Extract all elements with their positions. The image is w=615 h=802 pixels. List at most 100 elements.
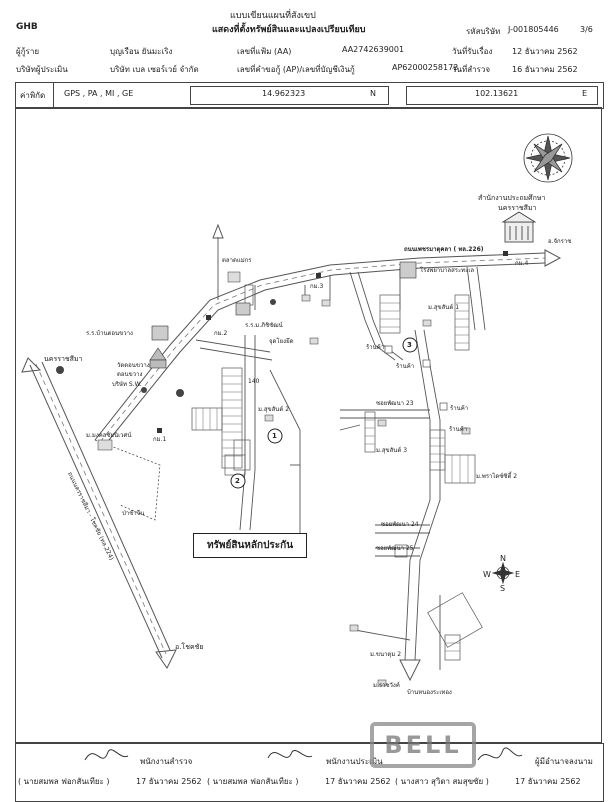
suksan2-label: ม.สุขสันต์ 2 [258,406,290,413]
coord-divider [15,82,54,107]
surveyor-date: 17 ธันวาคม 2562 [136,777,202,786]
mongkol-label: ม.มงคลชัยนิเวศน์ [86,432,132,439]
shop2-label: ร้านค้า [396,363,415,370]
temple-icon [149,347,167,369]
shop1-label: ร้านค้า [366,344,385,351]
house-hatching [195,302,469,652]
stamp-text: BELL [384,731,462,759]
jud-tongsin-label: จุดโยงยึด [269,338,294,345]
company-code: J-001805446 [508,25,559,34]
longitude-value: 102.13621 [475,89,519,98]
signer-signature [477,747,523,761]
soi24-label: ซอยพัฒนา 24 [381,521,419,528]
small-compass-icon [491,561,515,585]
pa-cha-label: ป่าช้าจีน [122,510,145,517]
house-icons [97,271,471,687]
form-title: แบบเขียนแผนที่สังเขป [230,11,316,21]
side-road [29,361,171,659]
bank-code: GHB [16,22,38,32]
marker-2-label: 2 [235,477,240,485]
ban-hua-label: ม.ขนาตุม 2 [370,651,402,658]
main-road-centerline [99,257,546,443]
appraiser-company-value: บริษัท เบล เซอร์เวย์ จำกัด [110,65,199,74]
school-label: ร.ร.บ้านตอนขวาง [86,330,133,337]
to-nakhon-label: นครราชสีมา [44,355,83,363]
hospital-label: โรงพยาบาลสระทะเล [420,267,475,274]
account-no-label: เลขที่คำขอกู้ (AP)/เลขที่บัญชีเงินกู้ [237,65,355,74]
main-road [94,252,546,446]
suksan1-label: ม.สุขสันต์ 1 [428,304,460,311]
tree-icons [56,299,276,397]
marker-1-label: 1 [272,432,277,440]
signer-label: ผู้มีอำนาจลงนาม [535,757,593,766]
shop-icons [384,345,448,411]
compass-s: S [500,584,505,593]
lon-box [406,86,598,105]
road-arrows [21,223,562,682]
marker-2 [230,473,246,489]
coord-systems: GPS , PA , MI , GE [64,89,134,98]
compass-letters: N W E S [483,554,520,593]
compass-rose-icon [523,133,573,183]
surveyor-signature [84,749,129,761]
coord-label: ค่าพิกัด [20,91,46,100]
company-sw-label: บริษัท S.W. [112,381,142,388]
received-date-value: 12 ธันวาคม 2562 [512,47,578,56]
appraiser-label: พนักงานประเมิน [326,757,383,766]
marker-1 [267,428,283,444]
compass-n: N [500,554,506,563]
received-date-label: วันที่รับเรื่อง [452,47,493,56]
marker-3 [402,337,418,353]
edu-office-icon [501,211,537,243]
signer-date: 17 ธันวาคม 2562 [515,777,581,786]
file-no-label: เลขที่แฟ้ม (AA) [237,47,292,56]
marker-3-label: 3 [407,341,412,349]
side-road-centerline [35,363,167,655]
km2-label: กม.2 [214,330,228,337]
appraiser-name: ( นายสมพล ฟอกสันเทียะ ) [207,777,299,786]
appraiser-date: 17 ธันวาคม 2562 [325,777,391,786]
soi25-label: ซอยพัฒนา 25 [376,545,414,552]
form-subtitle: แสดงที่ตั้งทรัพย์สินและแปลงเปรียบเทียบ [212,25,366,35]
wat-label-2: ดอนขวาง [117,371,143,378]
page-number: 3/6 [580,25,593,34]
compass-e: E [515,570,520,579]
km-markers [157,251,508,433]
property-label-box: ทรัพย์สินหลักประกัน [193,533,307,558]
ban-mai-label: ม.ราชวังค์ [373,682,400,689]
main-road-label: ถนนเพชรมาตุคลา ( ทล.226) [404,246,484,253]
phrai-city-label: ม.พราไดซ์ซิตี้ 2 [476,473,518,480]
account-no-value: AP62000258172 [392,63,459,72]
sketch-map [15,107,602,743]
soi23-label: ซอยพัฒนา 23 [376,400,414,407]
applicant-value: บุญเรือน ยันมะเริง [110,47,173,56]
market-label: ตลาดแม่กร [222,257,252,264]
school-icon [151,302,251,341]
surveyor-label: พนักงานสำรวจ [140,757,193,766]
appraiser-signature [267,750,313,759]
property-label: ทรัพย์สินหลักประกัน [206,540,294,551]
to-jakkarat-label: อ.จักราช [548,238,572,245]
lat-box [190,86,389,105]
km1-label: กม.1 [153,436,167,443]
signer-name: ( นางสาว สุวิดา สมสุขซัย ) [395,777,489,786]
company-stamp: BELL [370,722,476,768]
phiset-label: ร.ร.ม.ภิชิชัฒน์ [245,322,283,329]
survey-date-value: 16 ธันวาคม 2562 [512,65,578,74]
km4-label: กม.4 [515,260,529,267]
company-code-label: รหัสบริษัท [466,27,501,36]
latitude-value: 14.962323 [262,89,306,98]
applicant-label: ผู้กู้ราย [16,47,40,56]
compass-w: W [483,570,491,579]
suksan3-label: ม.สุขสันต์ 3 [376,447,408,454]
soi140-label: 140 [248,378,260,385]
shop4-label: ร้านค้า [450,405,469,412]
to-ban-nongsa-label: บ้านหนองระเทอง [407,689,452,696]
coordinate-row [15,82,604,109]
surveyor-name: ( นายสมพล ฟอกสันเทียะ ) [18,777,110,786]
hospital-icon [399,261,417,279]
house-rows [191,284,483,661]
shop3-label: ร้านค้า [449,426,468,433]
